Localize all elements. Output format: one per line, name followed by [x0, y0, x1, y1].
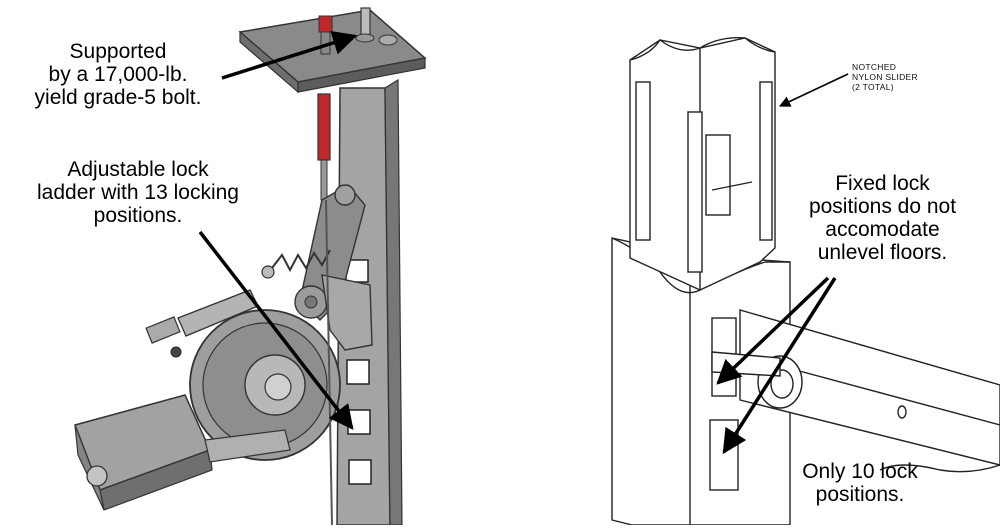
cross-arm-hole: [897, 405, 907, 419]
fixed-arrow-1: [716, 276, 830, 385]
pivot-hub-bolt: [304, 295, 318, 309]
slider-label-line: NOTCHED: [852, 62, 897, 72]
fixed-arrow-2: [722, 277, 837, 455]
support-bolt: [360, 7, 371, 39]
ladder-slot: [348, 459, 372, 485]
lock-slot-lower: [709, 419, 739, 491]
center-line: [711, 181, 753, 191]
fixed-callout-line: accomodate: [825, 218, 940, 241]
ladder-slot: [346, 359, 370, 385]
arm-link: [204, 429, 291, 463]
bolt-arrow: [221, 30, 358, 80]
only-callout: Only 10 lock positions.: [770, 460, 950, 506]
red-cap: [318, 15, 333, 33]
only-callout-line: Only 10 lock: [802, 460, 918, 483]
fixed-callout-line: unlevel floors.: [817, 241, 948, 264]
bolt-nut: [355, 33, 375, 43]
slider-channel: [705, 134, 731, 216]
pivot-collar-inner: [770, 369, 794, 399]
bolt-callout-line: by a 17,000-lb.: [48, 63, 188, 86]
arm-bolt: [86, 465, 108, 487]
only-callout-line: positions.: [815, 483, 905, 506]
slider-label-line: (2 TOTAL): [852, 82, 894, 92]
air-fitting: [145, 316, 181, 344]
hydraulic-cylinder: [317, 93, 331, 161]
ladder-callout: Adjustable lock ladder with 13 locking p…: [28, 158, 248, 227]
fitting-knob: [170, 346, 182, 358]
cable: [325, 199, 333, 526]
ladder-callout-line: positions.: [93, 204, 183, 227]
cylinder-rod: [320, 159, 328, 201]
spring-eye: [261, 265, 275, 279]
spring: [271, 249, 331, 273]
ladder-callout-line: Adjustable lock: [67, 158, 209, 181]
ladder-callout-line: ladder with 13 locking: [37, 181, 239, 204]
bolt-callout-line: Supported: [69, 40, 167, 63]
nylon-slider: [759, 81, 773, 241]
fixed-callout: Fixed lock positions do not accomodate u…: [775, 172, 990, 264]
bolt-callout-line: yield grade-5 bolt.: [34, 86, 202, 109]
washer: [378, 34, 398, 46]
bolt-callout: Supported by a 17,000-lb. yield grade-5 …: [18, 40, 218, 109]
pivot-pin: [334, 184, 356, 206]
pulley-axle: [264, 373, 292, 401]
slider-label: NOTCHED NYLON SLIDER (2 TOTAL): [852, 62, 918, 92]
nylon-slider: [635, 81, 651, 241]
fixed-callout-line: Fixed lock: [835, 172, 930, 195]
fixed-callout-line: positions do not: [808, 195, 957, 218]
ladder-slot: [347, 409, 371, 435]
slider-channel: [687, 111, 703, 273]
slider-leader: [778, 73, 849, 107]
right-column: [611, 37, 1000, 526]
ladder-arrow: [198, 230, 354, 430]
slider-label-line: NYLON SLIDER: [852, 72, 918, 82]
break-edge: [879, 464, 1000, 473]
